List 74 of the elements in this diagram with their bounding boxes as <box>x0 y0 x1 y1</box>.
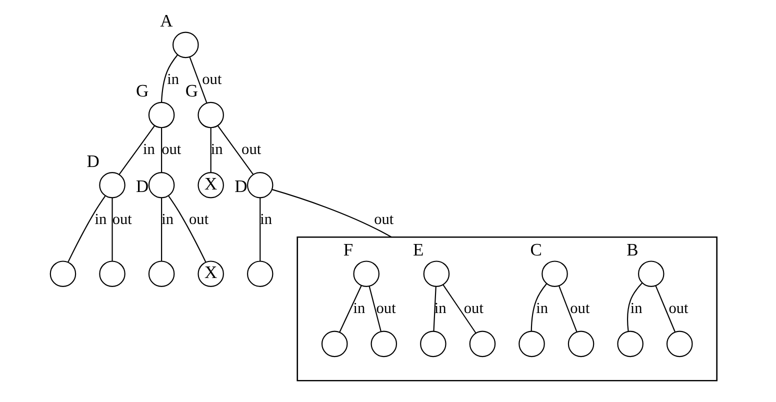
connector <box>112 198 113 261</box>
node-circle <box>172 32 199 58</box>
node-circle: X <box>198 172 224 198</box>
node-label: F <box>343 240 354 260</box>
connector <box>627 282 643 332</box>
node-circle <box>518 330 545 358</box>
connector <box>168 196 206 262</box>
node-circle <box>423 260 450 287</box>
connector <box>442 284 476 334</box>
node-circle <box>246 172 274 198</box>
edge-label: out <box>188 211 209 228</box>
node-circle <box>148 102 175 128</box>
node-circle <box>148 172 175 198</box>
connector <box>161 198 162 261</box>
node-circle <box>99 260 126 287</box>
edge-label: out <box>112 211 132 228</box>
connector <box>433 286 436 332</box>
connector <box>530 283 547 332</box>
connector <box>189 56 208 104</box>
edge-label: in <box>167 71 180 88</box>
node-circle <box>99 172 126 198</box>
edge-label: out <box>242 141 262 158</box>
edge-label: in <box>94 211 107 228</box>
node-circle: X <box>198 260 224 287</box>
node-circle <box>50 260 76 287</box>
node-circle <box>148 260 175 287</box>
node-circle <box>370 330 398 358</box>
edge-label: in <box>260 211 272 228</box>
edge-label: in <box>162 211 174 228</box>
node-label: C <box>530 240 542 260</box>
node-label: G <box>185 80 198 101</box>
node-circle <box>321 330 348 358</box>
connector <box>655 286 676 332</box>
connector <box>210 128 212 172</box>
edge-label: out <box>376 300 396 317</box>
node-circle <box>469 330 496 358</box>
node-label: D <box>86 150 100 171</box>
node-circle <box>246 260 274 287</box>
connector <box>68 196 106 262</box>
connector <box>558 286 578 332</box>
node-circle <box>542 260 568 287</box>
node-circle <box>198 102 224 128</box>
node-label: B <box>626 240 638 260</box>
edge-label: in <box>142 141 155 158</box>
edge-label: out <box>570 300 590 317</box>
node-circle <box>638 260 664 287</box>
connector <box>272 189 392 238</box>
edge-label: out <box>668 300 688 317</box>
node-label: A <box>160 10 173 31</box>
node-circle <box>617 330 644 358</box>
connector <box>161 54 178 102</box>
connector <box>339 285 362 332</box>
edge-label: in <box>353 300 366 317</box>
edge-label: in <box>630 300 642 317</box>
node-circle <box>666 330 693 358</box>
edge-label: out <box>162 141 182 158</box>
node-label: E <box>413 240 424 260</box>
node-label: D <box>234 176 248 196</box>
edge-label: out <box>464 300 484 317</box>
edge-label: in <box>536 300 548 317</box>
node-circle <box>353 260 380 287</box>
node-circle <box>568 330 594 358</box>
edge-label: in <box>434 300 446 317</box>
connector <box>118 126 155 175</box>
edge-label: out <box>202 71 222 88</box>
node-circle <box>420 330 446 358</box>
connector <box>260 198 261 261</box>
connector <box>368 286 382 332</box>
connector <box>161 128 162 172</box>
connector <box>217 126 254 175</box>
node-label: G <box>136 80 149 101</box>
edge-label: out <box>374 211 394 228</box>
node-label: D <box>136 176 149 196</box>
cluster <box>296 236 718 382</box>
